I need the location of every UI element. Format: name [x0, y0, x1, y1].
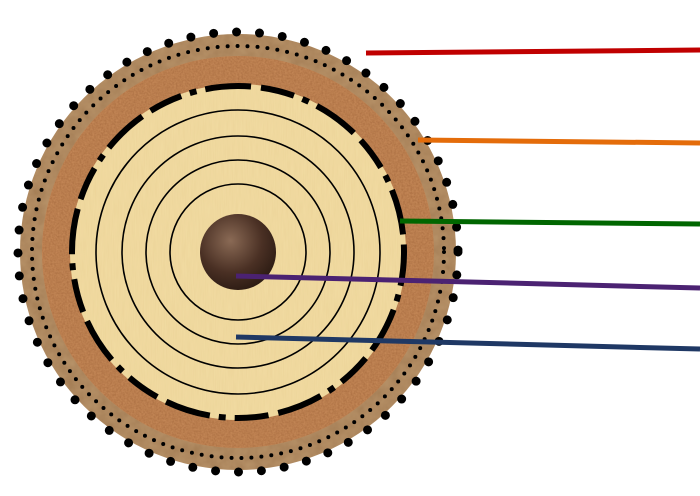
leader-line-outer-bark: [366, 50, 700, 53]
leader-line-cambium: [400, 221, 700, 224]
leader-line-inner-bark: [418, 140, 700, 143]
